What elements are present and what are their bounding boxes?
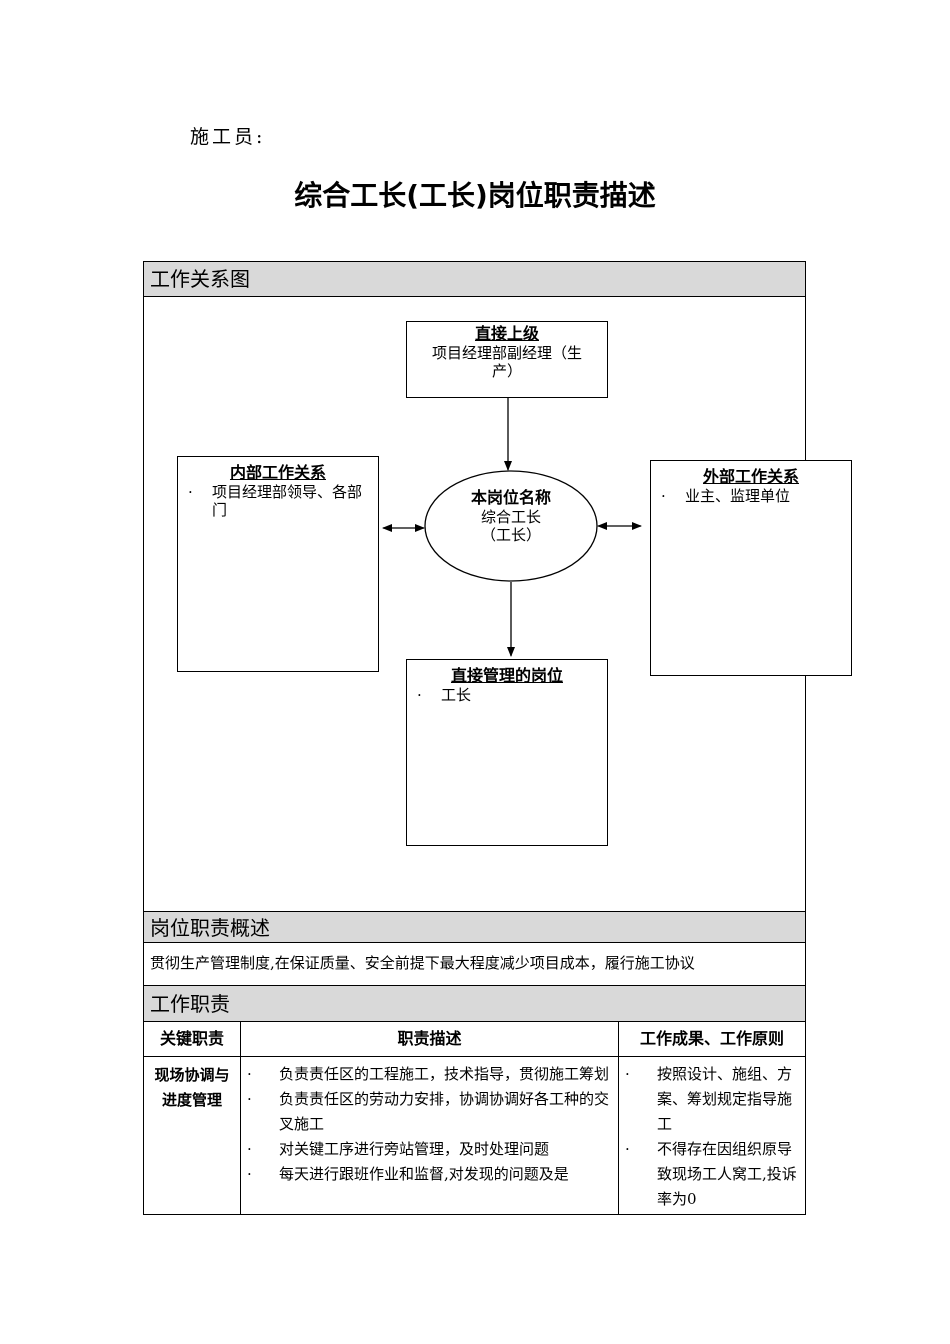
- summary-text: 贯彻生产管理制度,在保证质量、安全前提下最大程度减少项目成本，履行施工协议: [150, 954, 695, 972]
- internal-relations-title: 内部工作关系: [229, 463, 326, 482]
- section-header-duties: 工作职责: [144, 985, 805, 1022]
- section-header-summary: 岗位职责概述: [144, 911, 805, 943]
- subordinate-title: 直接管理的岗位: [450, 666, 563, 685]
- subordinate-item: ·工长: [417, 686, 472, 704]
- list-item: ·负责责任区的工程施工，技术指导，贯彻施工筹划: [247, 1065, 610, 1083]
- list-item: ·负责责任区的劳动力安排，协调协调好各工种的交叉施工: [247, 1090, 610, 1133]
- superior-text: 项目经理部副经理（生产）: [431, 344, 582, 380]
- external-relations-item: ·业主、监理单位: [661, 487, 791, 505]
- position-line2: （工长）: [480, 526, 541, 544]
- header-key-duty: 关键职责: [159, 1029, 224, 1048]
- superior-title: 直接上级: [474, 324, 539, 343]
- header-results-principles: 工作成果、工作原则: [639, 1029, 784, 1048]
- list-item: ·每天进行跟班作业和监督,对发现的问题及是: [247, 1165, 569, 1183]
- form-frame: [143, 261, 806, 1215]
- external-relations-box: 外部工作关系 ·业主、监理单位: [650, 460, 852, 676]
- list-item: ·不得存在因组织原导致现场工人窝工,投诉率为0: [625, 1140, 797, 1208]
- subordinate-box: 直接管理的岗位 ·工长: [406, 659, 608, 846]
- row-results: ·按照设计、施组、方案、筹划规定指导施工 ·不得存在因组织原导致现场工人窝工,投…: [619, 1062, 805, 1212]
- internal-relations-item: ·项目经理部领导、各部门: [188, 483, 363, 519]
- position-label: 本岗位名称 综合工长 （工长）: [425, 488, 597, 544]
- external-relations-title: 外部工作关系: [702, 467, 799, 486]
- position-title: 本岗位名称: [470, 488, 551, 507]
- header-duty-description: 职责描述: [397, 1029, 462, 1048]
- internal-relations-box: 内部工作关系 ·项目经理部领导、各部门: [177, 456, 379, 672]
- document-title: 综合工长(工长)岗位职责描述: [294, 179, 656, 212]
- relationship-diagram-arrows: [382, 398, 642, 657]
- section-header-relationship: 工作关系图: [144, 262, 805, 297]
- duties-table: 关键职责 职责描述 工作成果、工作原则 现场协调与进度管理 ·负责责任区的工程施…: [144, 1022, 805, 1214]
- row-duty-descriptions: ·负责责任区的工程施工，技术指导，贯彻施工筹划 ·负责责任区的劳动力安排，协调协…: [241, 1062, 617, 1187]
- row-key-duty: 现场协调与进度管理: [154, 1066, 230, 1109]
- position-ellipse: [424, 470, 598, 582]
- position-line1: 综合工长: [480, 508, 541, 526]
- superior-box: 直接上级 项目经理部副经理（生产）: [406, 321, 608, 398]
- list-item: ·按照设计、施组、方案、筹划规定指导施工: [625, 1065, 793, 1133]
- list-item: ·对关键工序进行旁站管理，及时处理问题: [247, 1140, 550, 1158]
- role-label: 施工员:: [190, 126, 266, 148]
